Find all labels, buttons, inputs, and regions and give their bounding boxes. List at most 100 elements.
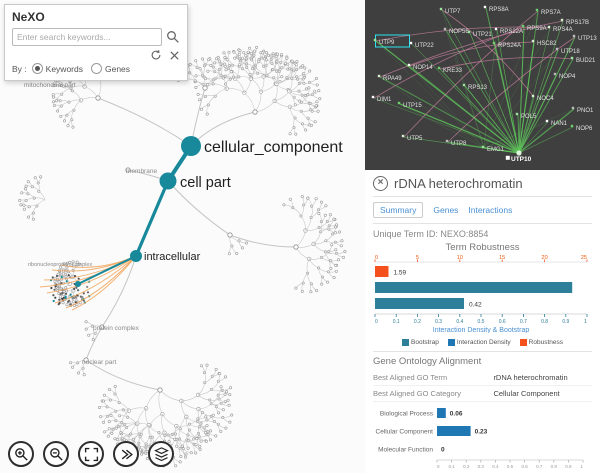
zoom-out-button[interactable] [43, 441, 69, 467]
bar-biological-process [437, 408, 446, 418]
network-node-NAN1[interactable]: NAN1 [545, 119, 568, 127]
term-robustness-heading: Term Robustness [445, 242, 520, 253]
network-node-label: BUD21 [576, 58, 596, 64]
network-node-RPS7A[interactable]: RPS7A [535, 8, 561, 16]
network-node-RPS24A[interactable]: RPS24A [492, 41, 521, 49]
unique-term-id: Unique Term ID: NEXO:8854 [373, 229, 489, 239]
tab-genes[interactable]: Genes [433, 205, 459, 215]
svg-text:1.59: 1.59 [394, 270, 407, 277]
search-mode-genes[interactable]: Genes [90, 63, 130, 74]
svg-text:0.1: 0.1 [393, 319, 400, 325]
network-node-NOP56[interactable]: NOP56 [443, 27, 470, 35]
svg-text:15: 15 [499, 255, 505, 261]
network-node-BUD21[interactable]: BUD21 [570, 56, 596, 64]
network-node-label: NAN1 [551, 121, 568, 127]
go-alignment-heading: Gene Ontology Alignment [373, 351, 592, 367]
network-node-UTP8[interactable]: UTP8 [445, 139, 467, 147]
network-node-RPS8A[interactable]: RPS8A [483, 5, 509, 13]
network-node-POL5[interactable]: POL5 [515, 112, 537, 120]
network-node-UTP15[interactable]: UTP15 [397, 101, 423, 109]
network-node-RPA49[interactable]: RPA49 [377, 74, 402, 82]
bar-robustness [375, 266, 389, 277]
search-by-label: By : [12, 63, 27, 74]
tab-summary[interactable]: Summary [373, 202, 424, 218]
svg-text:5: 5 [416, 255, 419, 261]
network-node-RPS17B[interactable]: RPS17B [560, 18, 589, 26]
network-node-label: UTP9 [379, 40, 395, 46]
network-node-label: DIM1 [377, 97, 392, 103]
network-node-UTP10[interactable]: UTP10 [505, 155, 532, 163]
network-node-UTP7[interactable]: UTP7 [439, 7, 461, 15]
clear-icon[interactable] [169, 50, 180, 61]
svg-text:1: 1 [584, 319, 587, 325]
network-node-UTP9[interactable]: UTP9 [373, 34, 410, 48]
bar-cellular-component [437, 426, 471, 436]
network-node-PNO1[interactable]: PNO1 [571, 106, 594, 114]
network-node-UTP22[interactable]: UTP22 [409, 41, 435, 49]
svg-text:0: 0 [441, 447, 445, 454]
network-node-label: UTP21 [473, 32, 492, 38]
zoom-in-button[interactable] [8, 441, 34, 467]
network-node-RPS13[interactable]: RPS13 [462, 83, 488, 91]
network-node-UTP18[interactable]: UTP18 [555, 47, 581, 55]
svg-text:0.23: 0.23 [475, 429, 488, 436]
network-node-NOP14[interactable]: NOP14 [407, 63, 434, 71]
svg-text:0.06: 0.06 [450, 411, 463, 418]
network-node-label: UTP15 [403, 103, 422, 109]
tree-node-cell-part[interactable] [159, 172, 177, 190]
svg-text:0.4: 0.4 [456, 319, 463, 325]
tree-term-label: protein complex [93, 325, 140, 332]
reset-icon[interactable] [150, 49, 162, 61]
svg-text:0.4: 0.4 [492, 464, 499, 469]
bar-interaction-density [375, 298, 464, 309]
network-node-RPS4A[interactable]: RPS4A [547, 25, 573, 33]
network-node-KRE33[interactable]: KRE33 [437, 66, 463, 74]
network-node-label: RPS24A [498, 43, 521, 49]
tree-branches [18, 40, 347, 468]
network-node-UTP13[interactable]: UTP13 [572, 34, 598, 42]
svg-text:10: 10 [457, 255, 463, 261]
svg-text:0: 0 [375, 319, 378, 325]
bar-bootstrap [375, 282, 573, 293]
svg-text:0.6: 0.6 [499, 319, 506, 325]
svg-text:0: 0 [437, 464, 440, 469]
tree-term-label: mitochondrial part [24, 82, 76, 89]
svg-text:0.42: 0.42 [469, 302, 482, 309]
tree-term-label: membrane [126, 168, 157, 175]
tab-interactions[interactable]: Interactions [468, 205, 513, 215]
tree-toolbar [8, 441, 174, 467]
tree-node-label: cell part [180, 175, 231, 191]
tree-term-label: nuclear part [82, 359, 117, 366]
search-mode-keywords[interactable]: Keywords [31, 63, 83, 74]
svg-text:0.7: 0.7 [536, 464, 543, 469]
network-node-DIM1[interactable]: DIM1 [371, 95, 392, 103]
network-node-UTP21[interactable]: UTP21 [467, 30, 493, 38]
network-node-label: NOC4 [537, 96, 554, 102]
network-node-RPS9A[interactable]: RPS9A [521, 24, 547, 32]
network-node-EMG1[interactable]: EMG1 [481, 145, 505, 153]
tree-node-cellular_component[interactable] [181, 136, 201, 156]
network-node-NOC4[interactable]: NOC4 [531, 94, 555, 102]
search-input[interactable] [12, 28, 162, 46]
zoom-fit-button[interactable] [78, 441, 104, 467]
network-node-NOP6[interactable]: NOP6 [570, 124, 593, 132]
layers-button[interactable] [148, 441, 174, 467]
network-node-HSC82[interactable]: HSC82 [531, 39, 557, 47]
tree-node-intracellular[interactable] [130, 250, 142, 262]
collapse-tree-button[interactable] [113, 441, 139, 467]
tree-node-label: cellular_component [204, 139, 343, 156]
search-icon[interactable] [166, 30, 180, 44]
close-icon[interactable]: × [373, 176, 388, 191]
network-node-RPS22A[interactable]: RPS22A [494, 27, 523, 35]
network-node-UTP5[interactable]: UTP5 [401, 134, 423, 142]
svg-text:0.8: 0.8 [551, 464, 558, 469]
network-node-NOP4[interactable]: NOP4 [553, 72, 576, 80]
